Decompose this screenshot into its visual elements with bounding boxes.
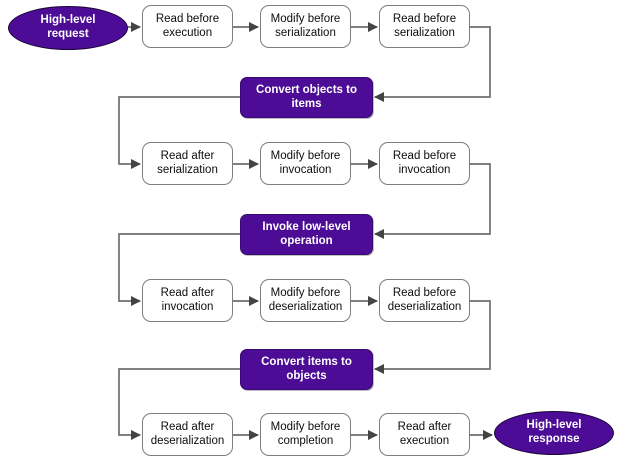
node-modify-before-completion[interactable]: Modify before completion (260, 413, 351, 456)
node-read-before-execution-label: Read before execution (155, 12, 220, 39)
node-modify-before-invocation[interactable]: Modify before invocation (260, 142, 351, 185)
node-modify-before-invocation-label: Modify before invocation (270, 149, 341, 176)
node-modify-before-serialization[interactable]: Modify before serialization (260, 5, 351, 48)
terminator-high-level-request-label: High-level request (40, 14, 96, 40)
stage-convert-objects-to-items-label: Convert objects to items (256, 83, 357, 110)
terminator-high-level-request[interactable]: High-level request (8, 6, 128, 50)
node-read-after-serialization-label: Read after serialization (157, 149, 218, 176)
stage-convert-objects-to-items[interactable]: Convert objects to items (240, 77, 373, 118)
node-read-before-invocation-label: Read before invocation (392, 149, 457, 176)
node-read-before-serialization[interactable]: Read before serialization (379, 5, 470, 48)
stage-convert-items-to-objects[interactable]: Convert items to objects (240, 349, 373, 390)
node-read-before-deserialization[interactable]: Read before deserialization (379, 279, 470, 322)
terminator-high-level-response[interactable]: High-level response (494, 411, 614, 455)
node-read-after-serialization[interactable]: Read after serialization (142, 142, 233, 185)
node-modify-before-completion-label: Modify before completion (270, 420, 341, 447)
node-read-before-execution[interactable]: Read before execution (142, 5, 233, 48)
node-read-after-execution[interactable]: Read after execution (379, 413, 470, 456)
node-read-before-deserialization-label: Read before deserialization (387, 286, 462, 313)
node-read-after-invocation[interactable]: Read after invocation (142, 279, 233, 322)
node-read-after-deserialization-label: Read after deserialization (150, 420, 225, 447)
node-modify-before-serialization-label: Modify before serialization (270, 12, 341, 39)
node-read-before-invocation[interactable]: Read before invocation (379, 142, 470, 185)
stage-invoke-low-level-operation[interactable]: Invoke low-level operation (240, 214, 373, 255)
node-modify-before-deserialization-label: Modify before deserialization (268, 286, 343, 313)
stage-convert-items-to-objects-label: Convert items to objects (261, 355, 352, 382)
terminator-high-level-response-label: High-level response (526, 419, 582, 445)
stage-invoke-low-level-operation-label: Invoke low-level operation (262, 220, 351, 247)
node-read-before-serialization-label: Read before serialization (392, 12, 457, 39)
node-read-after-invocation-label: Read after invocation (160, 286, 215, 313)
node-read-after-deserialization[interactable]: Read after deserialization (142, 413, 233, 456)
node-modify-before-deserialization[interactable]: Modify before deserialization (260, 279, 351, 322)
node-read-after-execution-label: Read after execution (397, 420, 452, 447)
